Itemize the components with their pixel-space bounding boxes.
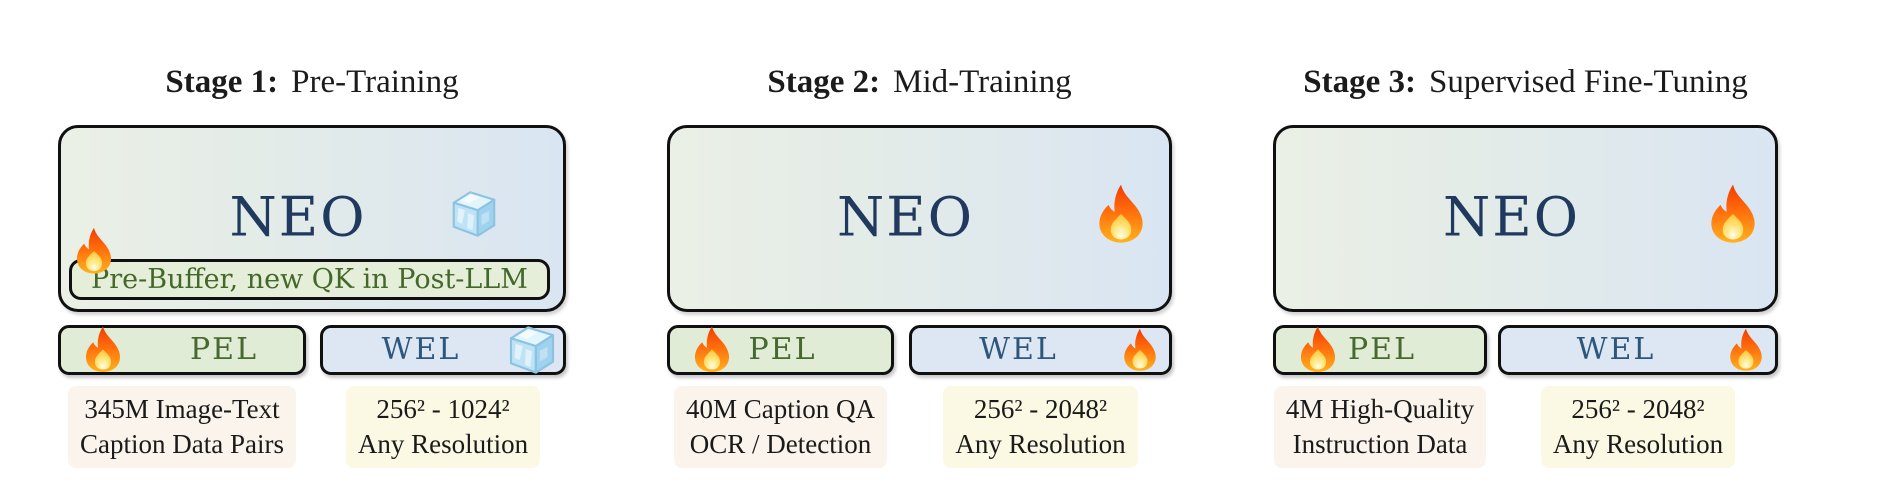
- wel-note-line2: Any Resolution: [357, 429, 529, 459]
- neo-model-box: NEO: [1273, 125, 1778, 312]
- neo-model-box: NEO Pre-Buffer, new QK in Post-LLM: [58, 125, 566, 312]
- wel-box: WEL: [320, 325, 566, 375]
- pel-note-line1: 4M High-Quality: [1285, 394, 1475, 424]
- wel-data-note: 256² - 2048² Any Resolution: [1540, 386, 1736, 468]
- ice-cube-icon: [447, 187, 501, 241]
- wel-box: WEL: [1498, 325, 1778, 375]
- pel-box: PEL: [667, 325, 894, 375]
- wel-data-note: 256² - 2048² Any Resolution: [943, 386, 1138, 468]
- pel-label: PEL: [189, 331, 259, 367]
- wel-note-line2: Any Resolution: [1552, 429, 1724, 459]
- wel-note-line2: Any Resolution: [955, 429, 1126, 459]
- stage-title: Stage 3: Supervised Fine-Tuning: [1273, 64, 1778, 101]
- stage-1-column: Stage 1: Pre-Training NEO Pre-Buffer, new…: [58, 0, 566, 504]
- wel-note-line1: 256² - 1024²: [376, 394, 510, 424]
- pel-note-line2: Caption Data Pairs: [80, 429, 284, 459]
- stage-title: Stage 2: Mid-Training: [667, 64, 1172, 101]
- pel-note-line2: OCR / Detection: [689, 429, 872, 459]
- fire-icon: [1722, 326, 1770, 374]
- wel-label: WEL: [1576, 331, 1656, 367]
- neo-model-label: NEO: [229, 185, 367, 249]
- pel-data-note: 40M Caption QA OCR / Detection: [674, 386, 887, 468]
- stage-3-column: Stage 3: Supervised Fine-Tuning NEO PEL W…: [1273, 0, 1778, 504]
- wel-data-note: 256² - 1024² Any Resolution: [345, 386, 541, 468]
- fire-icon: [77, 323, 129, 375]
- pel-note-line1: 345M Image-Text: [84, 394, 280, 424]
- pel-note-line2: Instruction Data: [1292, 429, 1468, 459]
- pel-label: PEL: [748, 331, 817, 367]
- fire-icon: [686, 323, 738, 375]
- wel-label: WEL: [381, 331, 461, 367]
- wel-note-line1: 256² - 2048²: [973, 394, 1108, 424]
- pel-data-note: 4M High-Quality Instruction Data: [1273, 386, 1487, 468]
- fire-icon: [1088, 181, 1154, 247]
- wel-note-line1: 256² - 2048²: [1571, 394, 1705, 424]
- pre-buffer-box: Pre-Buffer, new QK in Post-LLM: [69, 259, 550, 300]
- neo-model-box: NEO: [667, 125, 1172, 312]
- fire-icon: [1292, 323, 1344, 375]
- pel-box: PEL: [1273, 325, 1487, 375]
- stage-title: Stage 1: Pre-Training: [58, 64, 566, 101]
- stage-title-name: Mid-Training: [893, 64, 1072, 100]
- pre-buffer-label: Pre-Buffer, new QK in Post-LLM: [91, 264, 528, 295]
- stage-2-column: Stage 2: Mid-Training NEO PEL WEL 40M Cap…: [667, 0, 1172, 504]
- stage-title-prefix: Stage 2:: [767, 64, 881, 100]
- stage-title-prefix: Stage 3:: [1303, 64, 1416, 100]
- pel-box: PEL: [58, 325, 306, 375]
- fire-icon: [1700, 181, 1766, 247]
- pel-data-note: 345M Image-Text Caption Data Pairs: [68, 386, 296, 468]
- pel-note-line1: 40M Caption QA: [686, 394, 875, 424]
- fire-icon: [68, 225, 120, 277]
- wel-box: WEL: [909, 325, 1172, 375]
- stage-title-name: Supervised Fine-Tuning: [1429, 64, 1748, 100]
- neo-model-label: NEO: [837, 185, 974, 249]
- ice-cube-icon: [504, 322, 560, 378]
- wel-label: WEL: [979, 331, 1058, 367]
- neo-model-label: NEO: [1443, 185, 1580, 249]
- stage-title-name: Pre-Training: [291, 64, 459, 100]
- pel-label: PEL: [1347, 331, 1417, 367]
- stage-title-prefix: Stage 1:: [165, 64, 279, 100]
- fire-icon: [1116, 326, 1164, 374]
